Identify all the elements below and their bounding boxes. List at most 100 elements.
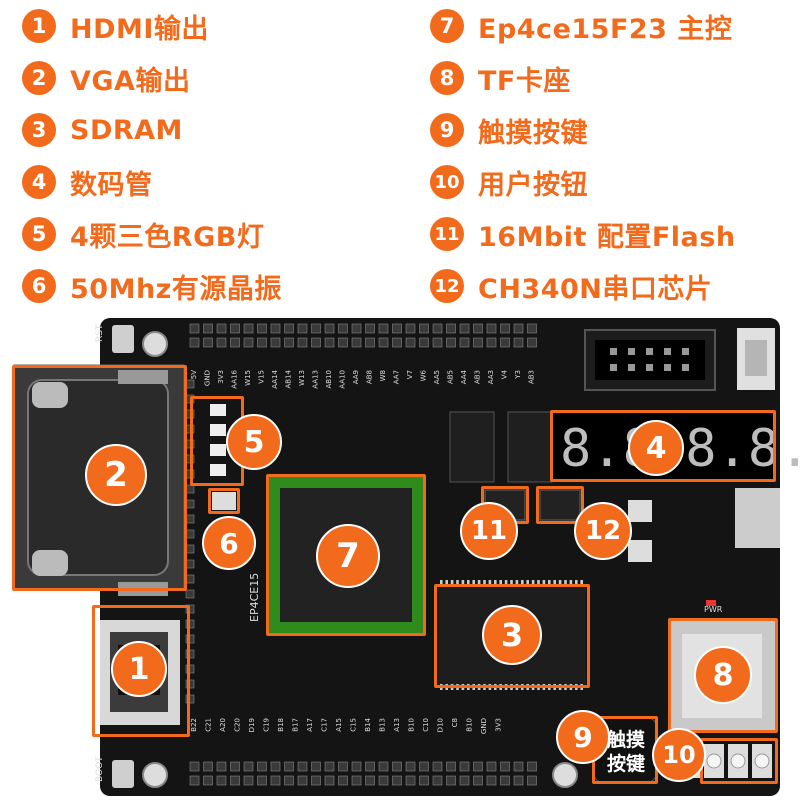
legend-number: 9 [430, 113, 464, 147]
pin-label: D19 [248, 718, 256, 732]
pin-label: Y3 [514, 370, 522, 380]
pin-label: A17 [306, 718, 314, 732]
legend-item-6: 6 50Mhz有源晶振 [22, 266, 282, 306]
callout-box-vga [12, 365, 187, 591]
legend-item-7: 7 Ep4ce15F23 主控 [430, 6, 732, 46]
callout-badge-6: 6 [202, 516, 256, 570]
callout-badge-5: 5 [226, 414, 282, 470]
pin-label: AB3 [474, 370, 482, 384]
callout-badge-3: 3 [482, 605, 542, 665]
pin-label: V7 [406, 370, 414, 379]
pin-label: D10 [437, 718, 445, 732]
mounting-hole [552, 762, 578, 788]
legend-item-2: 2 VGA输出 [22, 58, 190, 98]
pin-label: A15 [335, 718, 343, 732]
callout-box-fpga [266, 474, 426, 636]
pin-label: W6 [420, 369, 428, 381]
legend-label: 16Mbit 配置Flash [478, 221, 736, 253]
legend-number: 4 [22, 165, 56, 199]
legend-number: 11 [430, 217, 464, 251]
pin-label: 5V [190, 370, 198, 379]
legend-label: Ep4ce15F23 主控 [478, 13, 733, 45]
legend-label: TF卡座 [478, 65, 571, 97]
pin-label: AB14 [285, 369, 293, 388]
legend-label: CH340N串口芯片 [478, 273, 713, 305]
legend-label: 触摸按键 [478, 117, 588, 149]
jtag-slot [595, 340, 705, 380]
callout-box-hdmi [92, 605, 190, 737]
pin-label: B14 [364, 717, 372, 731]
pin-label: C17 [321, 718, 329, 732]
fpga-marking: EP4CE15 [248, 573, 261, 622]
pin-label: AB10 [325, 370, 333, 389]
pin-label: C15 [350, 718, 358, 732]
pin-label: C10 [422, 718, 430, 732]
ic-chip [449, 411, 495, 483]
callout-box-crystal [208, 488, 240, 514]
pin-label: A20 [219, 718, 227, 732]
pin-label: C8 [451, 718, 459, 727]
callout-badge-9: 9 [556, 710, 610, 764]
callout-box-tf [668, 618, 778, 733]
ch340-chip [539, 489, 581, 521]
touch-key-label: 触摸 按键 [598, 728, 654, 776]
boot-label: BOOT [95, 756, 105, 782]
legend-item-8: 8 TF卡座 [430, 58, 571, 98]
callout-badge-2: 2 [85, 444, 147, 506]
legend-item-12: 12 CH340N串口芯片 [430, 266, 712, 306]
boot-button-graphic [112, 760, 134, 788]
pin-label: AA7 [393, 370, 401, 384]
inductor [628, 500, 652, 522]
top-pin-header [189, 323, 537, 348]
touch-key-label-line2: 按键 [606, 753, 645, 775]
legend-label: VGA输出 [70, 65, 191, 97]
pin-label: B13 [379, 718, 387, 732]
pin-label: AA4 [460, 369, 468, 384]
callout-badge-7: 7 [316, 524, 380, 588]
pin-label: 3V3 [495, 718, 503, 732]
legend-label: 50Mhz有源晶振 [70, 273, 282, 305]
rst-button-graphic [112, 325, 134, 353]
ic-chip [507, 411, 553, 483]
legend-number: 5 [22, 217, 56, 251]
mounting-hole [142, 762, 168, 788]
legend-number: 1 [22, 9, 56, 43]
legend-label: SDRAM [70, 114, 183, 146]
pin-label: C19 [263, 718, 271, 732]
legend: 1 HDMI输出 2 VGA输出 3 SDRAM 4 数码管 5 4颗三色RGB… [0, 0, 800, 310]
usb-connector [735, 488, 780, 548]
legend-number: 10 [430, 165, 464, 199]
pin-label: B17 [292, 718, 300, 732]
legend-item-10: 10 用户按钮 [430, 162, 588, 202]
callout-badge-8: 8 [694, 646, 752, 704]
pin-label: W8 [379, 370, 387, 381]
callout-box-sdram [434, 584, 590, 688]
pin-label: V15 [258, 370, 266, 384]
legend-number: 12 [430, 269, 464, 303]
callout-badge-4: 4 [628, 420, 684, 476]
pin-label: V4 [501, 369, 509, 379]
pin-label: AA10 [339, 370, 347, 389]
mounting-hole [142, 331, 168, 357]
pin-label: AA16 [231, 369, 239, 388]
rgb-leds [210, 404, 226, 476]
jtag-pins [610, 348, 689, 371]
callout-badge-1: 1 [111, 641, 167, 697]
pin-label: AA13 [312, 370, 320, 389]
legend-item-11: 11 16Mbit 配置Flash [430, 214, 736, 254]
legend-number: 3 [22, 113, 56, 147]
callout-badge-11: 11 [460, 502, 518, 560]
callout-box-display [550, 410, 776, 482]
pin-label: 3V3 [217, 370, 225, 384]
legend-number: 7 [430, 9, 464, 43]
pin-label: W15 [244, 370, 252, 386]
callout-badge-12: 12 [574, 502, 632, 560]
pin-label: AB8 [366, 370, 374, 384]
pin-label: B10 [408, 718, 416, 732]
crystal-oscillator [212, 492, 236, 510]
bottom-pin-header [189, 761, 537, 786]
power-led [706, 600, 716, 606]
legend-number: 6 [22, 269, 56, 303]
